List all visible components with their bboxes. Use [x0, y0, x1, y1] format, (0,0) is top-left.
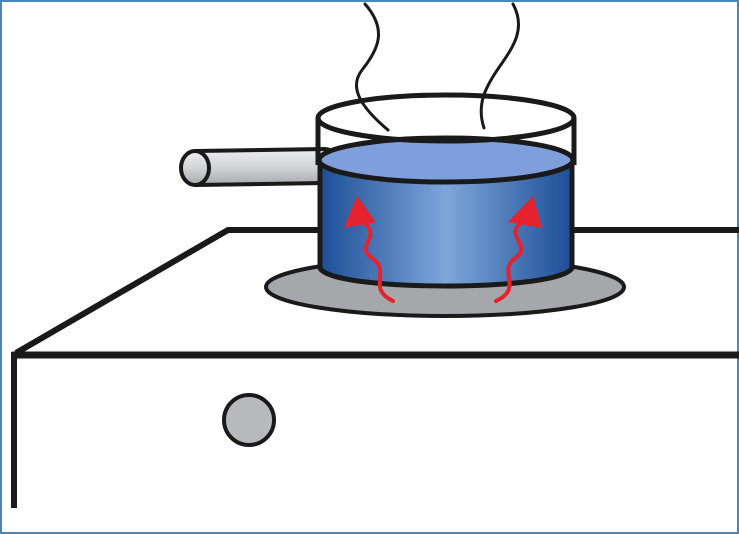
- handle-end: [181, 151, 209, 185]
- pot-handle: [181, 149, 338, 185]
- water-surface: [319, 138, 573, 182]
- stove-knob: [224, 395, 274, 445]
